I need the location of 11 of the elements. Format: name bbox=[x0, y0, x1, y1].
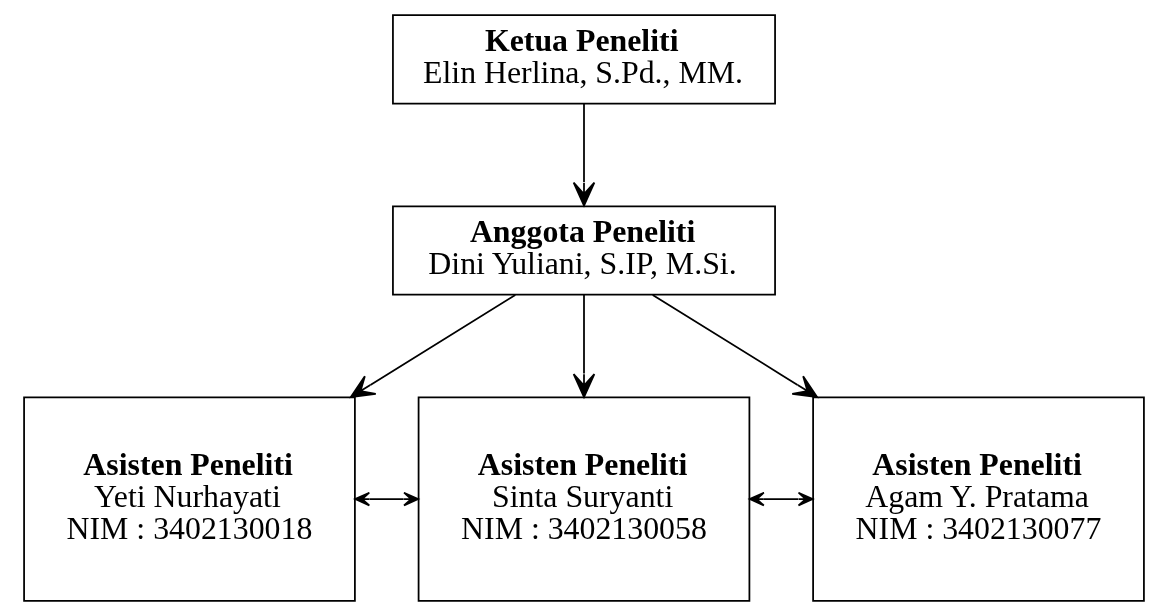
arrow bbox=[349, 294, 516, 398]
node-box: Ketua Peneliti Elin Herlina, S.Pd., MM. bbox=[391, 14, 776, 105]
node-box: Anggota Peneliti Dini Yuliani, S.IP, M.Si. bbox=[391, 205, 776, 296]
arrow bbox=[748, 491, 814, 507]
node-box: Asisten Peneliti Yeti Nurhayati NIM : 3402130018 bbox=[22, 396, 356, 602]
arrow bbox=[572, 102, 595, 207]
node-box: Asisten Peneliti Sinta Suryanti NIM : 3402130058 bbox=[417, 396, 750, 602]
node-box: Asisten Peneliti Agam Y. Pratama NIM : 3402130077 bbox=[811, 396, 1145, 602]
arrow bbox=[353, 491, 419, 507]
arrow bbox=[572, 294, 595, 398]
arrow bbox=[651, 294, 818, 398]
